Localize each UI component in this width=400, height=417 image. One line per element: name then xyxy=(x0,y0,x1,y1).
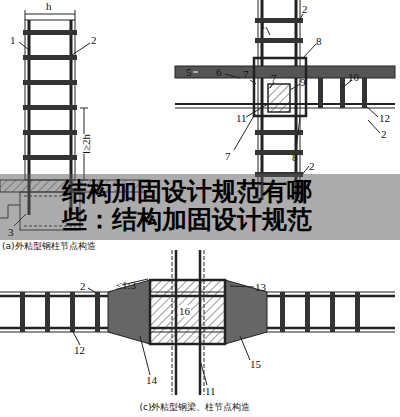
callout-number: 8 xyxy=(292,151,298,163)
callout-number: 2 xyxy=(381,128,387,140)
callout-number: 2 xyxy=(309,160,315,172)
callout-number: 6 xyxy=(216,66,222,78)
callout-number: 10 xyxy=(348,71,359,83)
callout-number: 11 xyxy=(205,385,216,397)
callout-number: 15 xyxy=(250,358,261,370)
callout-number: 16 xyxy=(178,305,191,317)
figure-caption: (a)外粘型钢柱节点构造 xyxy=(2,241,96,252)
callout-number: 1 xyxy=(10,34,16,46)
callout-number: 12 xyxy=(379,112,390,124)
callout-number: 12 xyxy=(74,344,85,356)
callout-number: l≥2h xyxy=(80,134,92,154)
callout-number: ≤1:3 xyxy=(116,279,136,291)
callout-number: 7 xyxy=(243,68,249,80)
callout-number: 14 xyxy=(146,374,157,386)
callout-number: 7 xyxy=(271,72,277,84)
banner-title: 结构加固设计规范有哪些：结构加固设计规范 xyxy=(62,178,324,234)
callout-number: 3 xyxy=(8,226,14,238)
callout-number: 1 xyxy=(260,19,266,31)
callout-number: 8 xyxy=(316,35,322,47)
callout-number: 2 xyxy=(80,280,86,292)
callout-number: 9 xyxy=(300,76,306,88)
callout-number: 7 xyxy=(225,150,231,162)
callout-number: h xyxy=(46,0,52,12)
callout-number: 2 xyxy=(302,3,308,15)
figure-caption: (c)外粘型钢梁、柱节点构造 xyxy=(140,402,251,413)
callout-number: 5 xyxy=(186,66,192,78)
callout-number: 2 xyxy=(91,34,97,46)
callout-number: 11 xyxy=(236,112,247,124)
callout-number: 13 xyxy=(255,281,266,293)
